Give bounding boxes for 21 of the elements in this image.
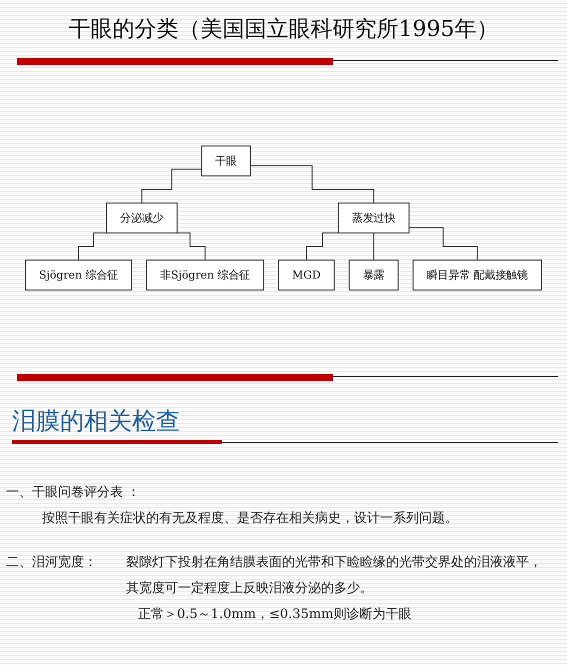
- connector: [306, 232, 339, 261]
- connector: [373, 232, 374, 261]
- node-box: Sjögren 综合征: [25, 260, 132, 290]
- paragraph: 裂隙灯下投射在角结膜表面的光带和下睑睑缘的光带交界处的泪液液平，其宽度可一定程度上反映泪液分泌的多少。: [126, 554, 543, 598]
- list-item-heading: 二、泪河宽度：: [6, 554, 97, 572]
- paragraph: 按照干眼有关症状的有无及程度、是否存在相关病史，设计一系列问题。: [42, 510, 459, 528]
- node-box: MGD: [278, 260, 335, 290]
- connector: [141, 168, 202, 204]
- connector: [174, 232, 206, 261]
- list-item-heading: 一、干眼问卷评分表 ：: [6, 484, 140, 502]
- section-heading: 泪膜的相关检查: [12, 406, 180, 437]
- title: 干眼的分类（美国国立眼科研究所1995年）: [68, 16, 500, 44]
- node-box: 暴露: [348, 260, 399, 290]
- node-box: 瞬目异常 配戴接触镜: [412, 260, 542, 290]
- node-box: 干眼: [201, 146, 252, 176]
- node-box: 蒸发过快: [338, 202, 410, 234]
- connector: [250, 165, 374, 204]
- node-box: 分泌减少: [106, 202, 178, 234]
- connector: [408, 227, 478, 261]
- node-box: 非Sjögren 综合征: [146, 260, 264, 290]
- paragraph: 正常＞0.5～1.0mm，≤0.35mm则诊断为干眼: [138, 606, 412, 624]
